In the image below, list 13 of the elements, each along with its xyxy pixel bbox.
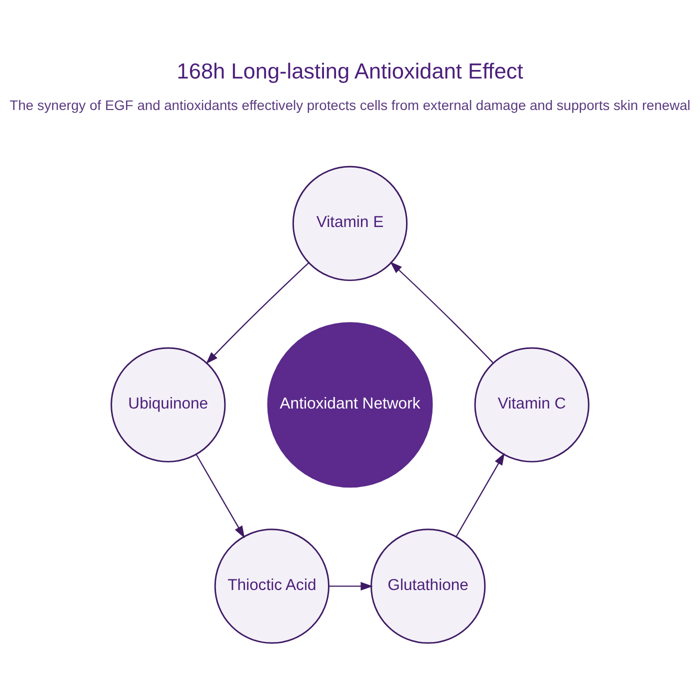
arrow	[328, 582, 373, 591]
node-circle: Ubiquinone	[110, 347, 226, 462]
node-circle: Thioctic Acid	[214, 528, 330, 644]
arrow	[196, 454, 245, 538]
arrow	[456, 452, 505, 537]
node-circle: Vitamin E	[292, 166, 408, 282]
arrow	[206, 262, 310, 364]
arrow	[390, 262, 494, 364]
node-circle: Glutathione	[370, 528, 486, 644]
node-circle: Antioxidant Network	[267, 322, 433, 488]
label: The synergy of EGF and antioxidants effectively protects cells from external damage and supports skin renewal	[10, 97, 690, 114]
node-circle: Vitamin C	[474, 347, 590, 462]
diagram-title: 168h Long-lasting Antioxidant Effect	[176, 58, 524, 84]
